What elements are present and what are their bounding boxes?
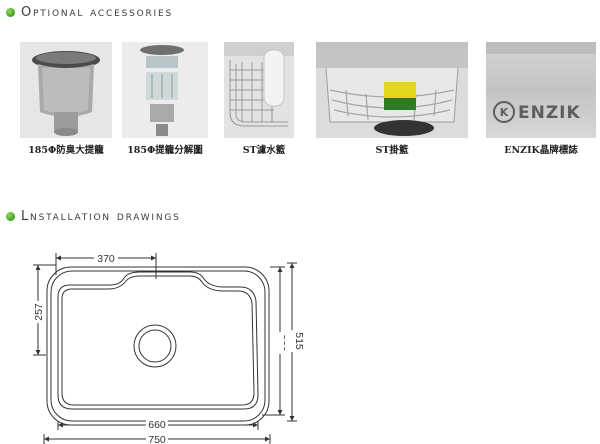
drawings-title-text: Lnstallation drawings	[21, 208, 181, 224]
strainer-basket-image	[20, 42, 112, 138]
drain-basket-image	[224, 42, 294, 138]
drain-outer	[133, 324, 177, 368]
accessory-label: 185Φ防臭大提籠	[28, 145, 104, 156]
green-bullet-icon	[6, 211, 15, 221]
enzik-logo-text: ENZIK	[518, 103, 581, 123]
green-bullet-icon	[6, 7, 15, 17]
accessory-label: 185Φ提籠分解圖	[127, 145, 203, 156]
hanging-basket-image	[316, 42, 468, 138]
drain-inner	[138, 329, 172, 363]
dim-left-height: 257	[33, 303, 45, 321]
sink-outer-rim-inner	[50, 270, 266, 422]
strainer-exploded-image	[122, 42, 208, 138]
enzik-logo-image: K ENZIK	[486, 42, 596, 138]
dim-inner-width: 660	[148, 419, 166, 431]
accessories-section-title: Optional accessories	[6, 4, 173, 20]
accessories-title-text: Optional accessories	[21, 4, 174, 20]
sink-bowl-inner	[61, 275, 255, 406]
accessory-label: ST掛籃	[375, 145, 409, 156]
sink-bowl-outline	[57, 271, 259, 410]
drawings-section-title: Lnstallation drawings	[6, 208, 181, 224]
accessory-label: ENZIK晶牌標誌	[504, 145, 578, 156]
accessory-label: ST濾水籃	[242, 145, 286, 156]
svg-text:K: K	[500, 106, 509, 119]
dim-outer-height: 515	[293, 332, 305, 350]
installation-drawing: 370 257 360 515 660 750	[31, 252, 305, 444]
dim-outer-width: 750	[148, 434, 166, 444]
dim-top-width: 370	[97, 253, 115, 265]
